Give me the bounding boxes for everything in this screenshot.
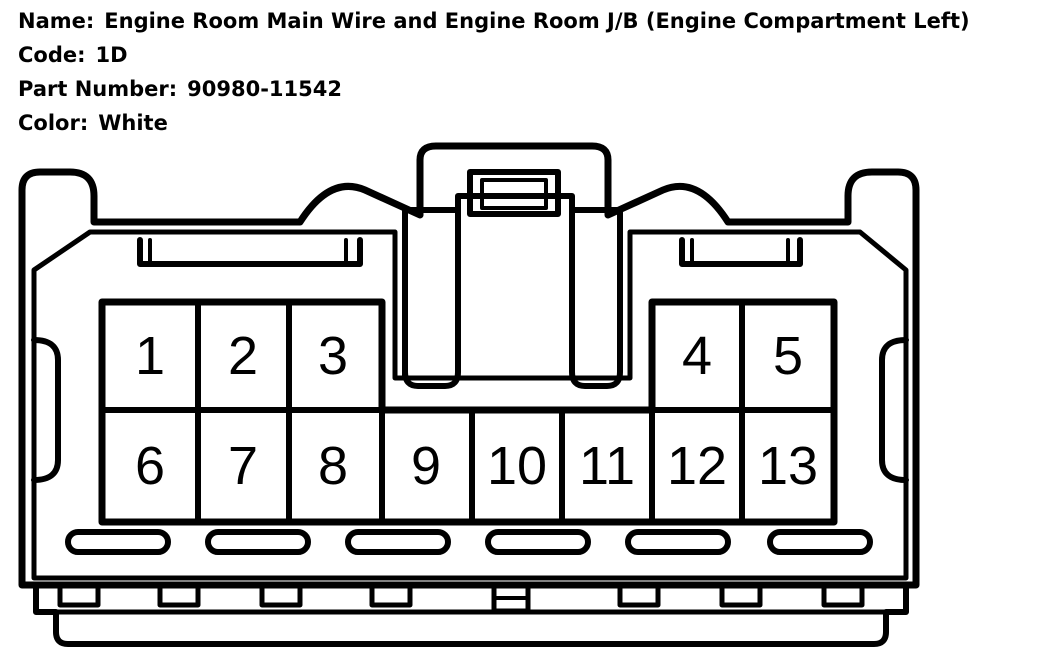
rail-right (679, 237, 803, 267)
pin-10-label: 10 (487, 436, 547, 496)
cavity-block (98, 298, 838, 526)
part-number-label: Part Number: (18, 77, 178, 101)
color-value: White (98, 111, 168, 135)
color-label: Color: (18, 111, 89, 135)
base-tab-8 (821, 582, 865, 608)
code-value: 1D (95, 43, 128, 67)
pin-4-label: 4 (682, 326, 712, 386)
part-number-value: 90980-11542 (187, 77, 342, 101)
slot-2 (205, 529, 311, 555)
slot-6 (767, 529, 873, 555)
latch-top (455, 193, 575, 213)
pin-1-label: 1 (135, 326, 165, 386)
name-value: Engine Room Main Wire and Engine Room J/… (104, 9, 970, 33)
slot-5 (625, 529, 731, 555)
pin-11-label: 11 (579, 436, 635, 496)
pin-6-label: 6 (135, 436, 165, 496)
latch-tower-right (569, 207, 623, 389)
lock-tab-outer (467, 169, 561, 217)
lock-tab-inner (480, 178, 548, 210)
pin-9-label: 9 (411, 436, 441, 496)
name-row: Name: Engine Room Main Wire and Engine Ro… (18, 4, 970, 38)
code-label: Code: (18, 43, 86, 67)
housing-outer (18, 142, 920, 589)
pin-7-label: 7 (228, 436, 258, 496)
pin-2-label: 2 (228, 326, 258, 386)
base-flange (33, 582, 909, 647)
pin-12-label: 12 (667, 436, 727, 496)
rail-left (137, 237, 363, 267)
housing-inner (31, 229, 909, 581)
name-label: Name: (18, 9, 95, 33)
color-row: Color: White (18, 106, 970, 140)
base-tab-3 (259, 582, 303, 608)
base-tab-2 (157, 582, 201, 608)
pin-5-label: 5 (773, 326, 803, 386)
base-tab-1 (57, 582, 101, 608)
pin-3-label: 3 (318, 326, 348, 386)
slot-3 (345, 529, 451, 555)
pin-13-label: 13 (758, 436, 818, 496)
side-lock-right (879, 337, 909, 483)
latch-tower (402, 207, 461, 389)
slot-4 (485, 529, 591, 555)
base-tab-7 (719, 582, 763, 608)
base-tab-6 (617, 582, 661, 608)
pin-8-label: 8 (318, 436, 348, 496)
code-row: Code: 1D (18, 38, 970, 72)
part-number-row: Part Number: 90980-11542 (18, 72, 970, 106)
connector-info: Name: Engine Room Main Wire and Engine Ro… (18, 4, 970, 140)
side-lock-left (31, 337, 61, 483)
base-tab-4 (369, 582, 413, 608)
slot-1 (65, 529, 171, 555)
